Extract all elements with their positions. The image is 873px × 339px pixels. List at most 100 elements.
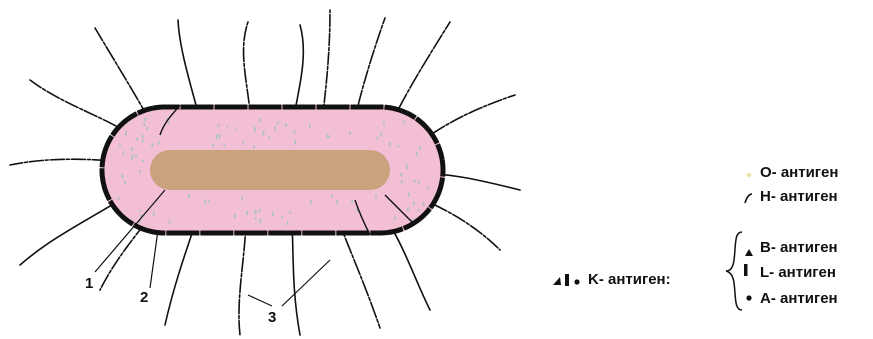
o-antigen-speck bbox=[259, 118, 261, 122]
o-antigen-speck bbox=[383, 121, 385, 125]
o-antigen-speck bbox=[255, 217, 257, 220]
o-antigen-speck bbox=[416, 152, 418, 155]
callout-line-2 bbox=[150, 230, 158, 288]
callout-label-3: 3 bbox=[268, 309, 276, 326]
o-antigen-speck bbox=[331, 195, 333, 198]
flagellum-icon bbox=[745, 194, 752, 203]
o-antigen-speck bbox=[135, 155, 137, 158]
bacterial-body bbox=[150, 150, 390, 190]
callout-line-3b bbox=[282, 260, 330, 306]
o-antigen-speck bbox=[310, 200, 312, 204]
legend-h-antigen: H- антиген bbox=[760, 188, 838, 206]
o-antigen-speck bbox=[259, 219, 261, 224]
o-antigen-speck bbox=[289, 212, 291, 214]
o-antigen-speck bbox=[418, 181, 420, 184]
o-antigen-speck bbox=[351, 199, 353, 203]
o-antigen-speck bbox=[169, 221, 171, 224]
callout-label-2: 2 bbox=[140, 289, 148, 306]
legend-k-antigen: K- антиген: bbox=[588, 271, 671, 289]
o-antigen-speck bbox=[263, 131, 265, 135]
o-antigen-speck bbox=[406, 165, 408, 170]
o-antigen-speck bbox=[131, 155, 133, 158]
o-antigen-speck bbox=[253, 146, 255, 149]
o-antigen-speck bbox=[243, 141, 245, 144]
o-antigen-speck bbox=[403, 120, 405, 123]
o-antigen-speck bbox=[139, 210, 141, 212]
o-antigen-speck bbox=[143, 123, 145, 126]
curly-brace-icon bbox=[726, 232, 742, 310]
o-antigen-speck bbox=[151, 143, 153, 146]
o-antigen-speck bbox=[423, 203, 425, 207]
o-antigen-speck bbox=[285, 124, 287, 127]
o-antigen-speck bbox=[272, 212, 274, 216]
o-antigen-speck bbox=[124, 180, 126, 183]
o-antigen-speck bbox=[226, 127, 228, 129]
o-antigen-speck bbox=[287, 221, 289, 225]
o-antigen-speck bbox=[246, 211, 248, 215]
o-antigen-speck bbox=[294, 140, 296, 144]
o-antigen-speck bbox=[242, 197, 244, 201]
o-antigen-speck bbox=[119, 144, 121, 146]
o-antigen-speck bbox=[158, 141, 160, 144]
bar-icon bbox=[744, 264, 748, 276]
legend-o-antigen: O- антиген bbox=[760, 164, 838, 182]
o-antigen-speck bbox=[328, 136, 330, 139]
legend-symbols bbox=[553, 173, 753, 310]
o-antigen-speck bbox=[122, 174, 124, 179]
o-antigen-speck bbox=[131, 147, 133, 151]
o-antigen-speck bbox=[394, 217, 396, 220]
legend-a-antigen: A- антиген bbox=[760, 290, 838, 308]
o-antigen-speck bbox=[254, 127, 256, 132]
o-antigen-speck bbox=[234, 214, 236, 218]
o-antigen-speck bbox=[142, 135, 144, 139]
o-antigen-speck bbox=[336, 200, 338, 205]
triangle-icon bbox=[745, 249, 753, 256]
o-antigen-speck bbox=[137, 137, 139, 140]
callout-label-1: 1 bbox=[85, 275, 93, 292]
o-antigen-speck bbox=[419, 147, 421, 150]
o-antigen-speck bbox=[401, 180, 403, 183]
o-antigen-speck bbox=[212, 143, 214, 147]
k-dot-icon bbox=[574, 279, 579, 284]
o-antigen-speck bbox=[400, 173, 402, 176]
o-antigen-speck bbox=[349, 132, 351, 135]
legend-b-antigen: B- антиген bbox=[760, 239, 838, 257]
o-antigen-speck bbox=[414, 180, 416, 182]
o-antigen-speck bbox=[236, 127, 238, 129]
o-antigen-speck bbox=[144, 118, 146, 122]
o-antigen-speck bbox=[224, 144, 226, 147]
a-antigen-dot-icon bbox=[746, 295, 751, 300]
o-antigen-speck bbox=[275, 126, 277, 131]
o-antigen-dot-icon bbox=[747, 173, 751, 177]
o-antigen-speck bbox=[259, 209, 261, 213]
o-antigen-speck bbox=[389, 142, 391, 147]
o-antigen-speck bbox=[294, 131, 296, 134]
legend-l-antigen: L- антиген bbox=[760, 264, 836, 282]
o-antigen-speck bbox=[168, 122, 170, 124]
o-antigen-speck bbox=[413, 202, 415, 205]
o-antigen-speck bbox=[277, 122, 279, 125]
o-antigen-speck bbox=[153, 212, 155, 216]
o-antigen-speck bbox=[418, 209, 420, 212]
o-antigen-speck bbox=[269, 136, 271, 138]
o-antigen-speck bbox=[123, 152, 125, 155]
o-antigen-speck bbox=[375, 195, 377, 199]
o-antigen-speck bbox=[408, 193, 410, 197]
o-antigen-speck bbox=[146, 127, 148, 130]
o-antigen-speck bbox=[188, 194, 190, 198]
o-antigen-speck bbox=[327, 134, 329, 138]
o-antigen-speck bbox=[205, 199, 207, 203]
o-antigen-speck bbox=[255, 210, 257, 214]
o-antigen-speck bbox=[125, 131, 127, 135]
o-antigen-speck bbox=[377, 137, 379, 140]
o-antigen-speck bbox=[142, 140, 144, 142]
o-antigen-speck bbox=[218, 124, 220, 127]
k-bar-icon bbox=[565, 274, 569, 286]
o-antigen-speck bbox=[427, 187, 429, 190]
o-antigen-speck bbox=[142, 160, 144, 162]
o-antigen-speck bbox=[140, 214, 142, 217]
o-antigen-speck bbox=[219, 134, 221, 138]
o-antigen-speck bbox=[208, 200, 210, 202]
